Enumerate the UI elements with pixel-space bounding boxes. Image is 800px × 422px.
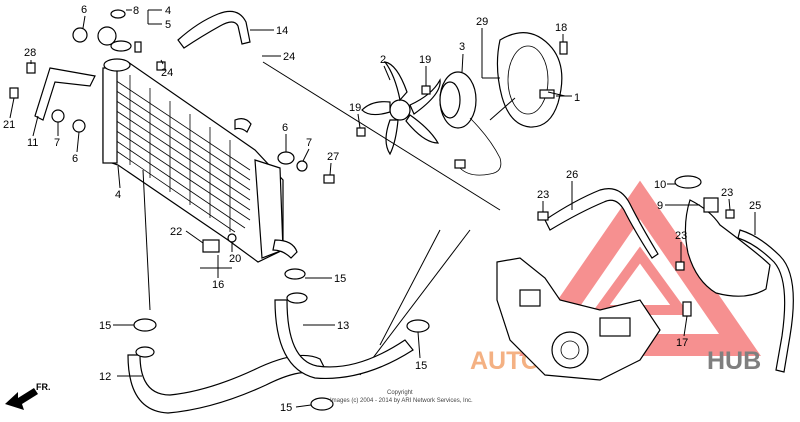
fan-nut — [421, 85, 431, 95]
mounting-bracket — [34, 67, 96, 121]
callout-29: 29 — [476, 16, 488, 28]
fan-blade — [361, 61, 441, 156]
bolt-17 — [682, 301, 692, 317]
callout-24-left: 24 — [161, 67, 173, 79]
callouts: 6 8 4 5 28 24 21 11 7 6 4 14 24 2 3 29 — [3, 4, 761, 414]
fan-shroud — [496, 32, 563, 128]
water-pump — [496, 257, 661, 381]
callout-7-left: 7 — [54, 137, 60, 149]
reservoir-tank — [674, 175, 771, 297]
fan-nut-lower — [356, 127, 366, 137]
callout-19-left: 19 — [349, 102, 361, 114]
fan-motor — [439, 71, 502, 176]
callout-3: 3 — [459, 41, 465, 53]
callout-4-top: 4 — [165, 5, 171, 17]
callout-22: 22 — [170, 226, 182, 238]
small-hose-upper — [177, 10, 251, 49]
callout-1: 1 — [574, 92, 580, 104]
clip-23a — [537, 211, 549, 221]
fan-bolt — [559, 41, 568, 55]
callout-26: 26 — [566, 169, 578, 181]
callout-10: 10 — [654, 179, 666, 191]
callout-4-left: 4 — [115, 189, 121, 201]
leader-lines — [142, 61, 566, 376]
callout-24-right: 24 — [283, 51, 295, 63]
callout-27: 27 — [327, 151, 339, 163]
radiator — [102, 58, 298, 263]
callout-23-right: 23 — [721, 187, 733, 199]
callout-9: 9 — [657, 200, 663, 212]
overflow-hose-25 — [737, 229, 794, 373]
callout-14: 14 — [276, 25, 288, 37]
hose-clamp — [133, 318, 157, 332]
copyright-line-1: Copyright — [387, 390, 413, 396]
siphon-hose-26 — [544, 188, 659, 259]
callout-18: 18 — [555, 22, 567, 34]
callout-25: 25 — [749, 200, 761, 212]
callout-23-mid: 23 — [675, 230, 687, 242]
callout-28: 28 — [24, 47, 36, 59]
callout-17: 17 — [676, 337, 688, 349]
callout-6-mid: 6 — [282, 122, 288, 134]
front-direction-arrow: FR. — [5, 382, 51, 410]
callout-16: 16 — [212, 279, 224, 291]
callout-7-mid: 7 — [306, 137, 312, 149]
callout-15-right: 15 — [415, 360, 427, 372]
front-direction-label: FR. — [36, 382, 51, 392]
callout-6-left: 6 — [72, 153, 78, 165]
callout-21: 21 — [3, 119, 15, 131]
callout-6-top: 6 — [81, 4, 87, 16]
callout-15-mid: 15 — [334, 273, 346, 285]
callout-19-top: 19 — [419, 54, 431, 66]
clip-23b — [675, 261, 685, 271]
callout-13: 13 — [337, 320, 349, 332]
callout-15-left: 15 — [99, 320, 111, 332]
callout-8: 8 — [133, 5, 139, 17]
left-hardware — [9, 9, 166, 133]
callout-20: 20 — [229, 253, 241, 265]
watermark-text-right: HUB — [707, 347, 761, 375]
copyright-line-2: Images (c) 2004 - 2014 by ARI Network Se… — [330, 398, 473, 404]
callout-15-bottom: 15 — [280, 402, 292, 414]
callout-2: 2 — [380, 54, 386, 66]
callout-23-left: 23 — [537, 189, 549, 201]
callout-12: 12 — [99, 371, 111, 383]
hose-13 — [274, 299, 414, 380]
callout-5: 5 — [165, 19, 171, 31]
callout-11: 11 — [27, 137, 38, 149]
